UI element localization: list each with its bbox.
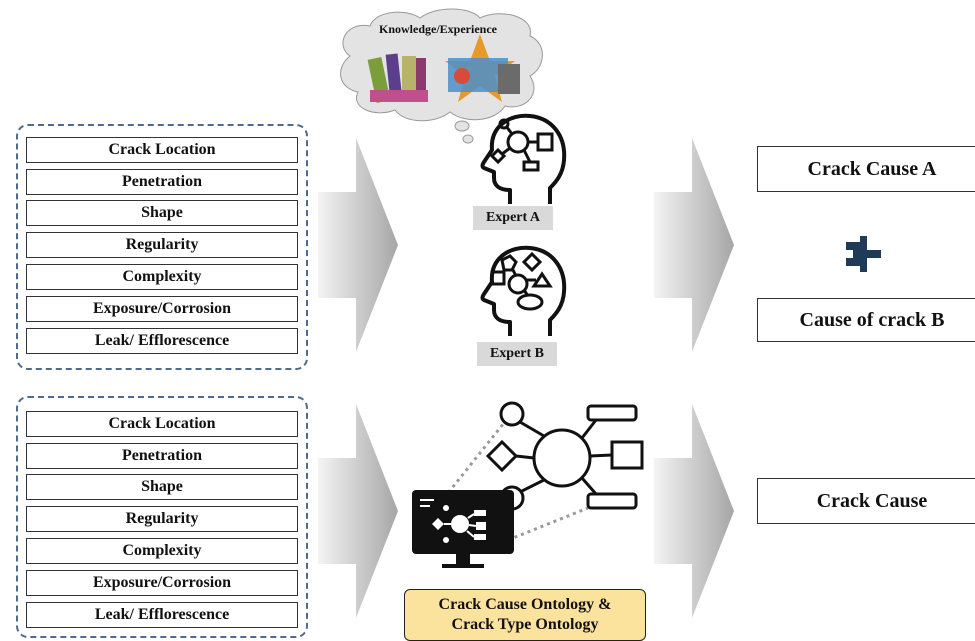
ontology-line-2: Crack Type Ontology xyxy=(451,616,599,633)
attribute-crack-location: Crack Location xyxy=(26,137,298,163)
attribute-regularity: Regularity xyxy=(26,506,298,532)
attribute-complexity: Complexity xyxy=(26,538,298,564)
attribute-penetration: Penetration xyxy=(26,443,298,469)
books-icon xyxy=(367,53,428,103)
attribute-penetration: Penetration xyxy=(26,169,298,195)
top-attribute-group xyxy=(16,124,308,370)
attribute-shape: Shape xyxy=(26,200,298,226)
attribute-crack-location: Crack Location xyxy=(26,411,298,437)
attribute-exposure-corrosion: Exposure/Corrosion xyxy=(26,296,298,322)
mismatch-icon xyxy=(846,236,881,272)
crack-cause-a-box: Crack Cause A xyxy=(757,146,975,192)
knowledge-experience-label: Knowledge/Experience xyxy=(379,22,497,36)
flow-arrow-bottom-left xyxy=(318,404,398,618)
flow-arrow-top-right xyxy=(654,138,734,352)
tools-icon xyxy=(445,34,520,102)
expert-a-head-icon xyxy=(480,113,567,204)
attribute-leak-efflorescence: Leak/ Efflorescence xyxy=(26,602,298,628)
thought-cloud-icon xyxy=(340,8,543,144)
attribute-leak-efflorescence: Leak/ Efflorescence xyxy=(26,328,298,354)
expert-b-label: Expert B xyxy=(477,342,557,366)
crack-cause-box: Crack Cause xyxy=(757,478,975,524)
ontology-graph-icon xyxy=(412,401,644,568)
attribute-exposure-corrosion: Exposure/Corrosion xyxy=(26,570,298,596)
expert-a-label: Expert A xyxy=(473,206,553,230)
flow-arrow-top-left xyxy=(318,138,398,352)
flow-arrow-bottom-right xyxy=(654,404,734,618)
ontology-line-1: Crack Cause Ontology & xyxy=(438,596,612,613)
ontology-label-box: Crack Cause Ontology & Crack Type Ontolo… xyxy=(404,589,646,641)
attribute-shape: Shape xyxy=(26,474,298,500)
cause-of-crack-b-box: Cause of crack B xyxy=(757,298,975,342)
expert-b-head-icon xyxy=(480,245,567,336)
bottom-attribute-group xyxy=(16,396,308,638)
attribute-regularity: Regularity xyxy=(26,232,298,258)
attribute-complexity: Complexity xyxy=(26,264,298,290)
